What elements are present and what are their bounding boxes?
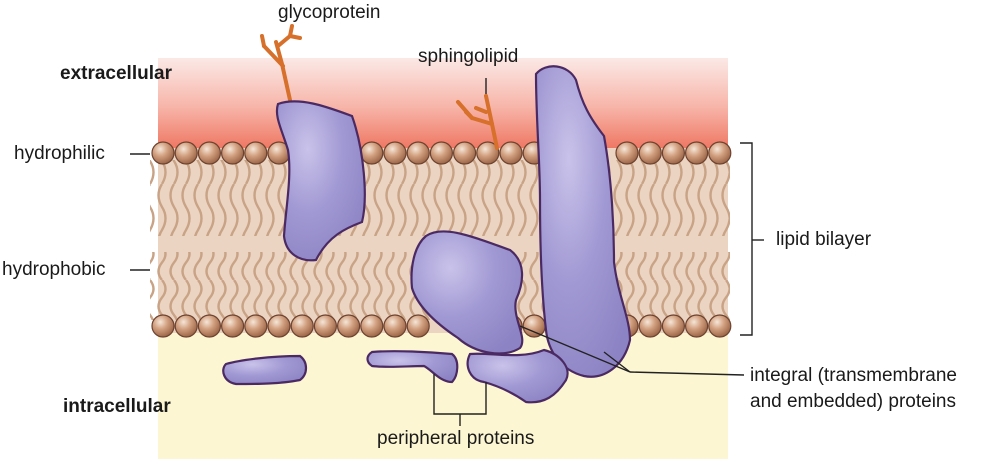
- phospholipid-head: [360, 141, 384, 165]
- intracellular-label: intracellular: [63, 396, 171, 417]
- phospholipid-head: [499, 141, 523, 165]
- phospholipid-head: [661, 314, 686, 338]
- phospholipid-head: [708, 141, 732, 165]
- sphingolipid-sugar-chain: [456, 94, 499, 150]
- phospholipid-head: [221, 141, 245, 165]
- phospholipid-head: [453, 141, 477, 165]
- phospholipid-head: [244, 314, 268, 338]
- peripheral-proteins-label: peripheral proteins: [377, 428, 535, 449]
- peripheral-protein-right: [466, 348, 569, 404]
- phospholipid-head: [684, 314, 709, 338]
- hydrophilic-label: hydrophilic: [14, 143, 105, 164]
- lipid-bilayer-label: lipid bilayer: [776, 229, 872, 250]
- extracellular-label: extracellular: [60, 63, 172, 84]
- phospholipid-head: [638, 141, 662, 165]
- phospholipid-head: [383, 314, 407, 338]
- phospholipid-head: [174, 314, 198, 338]
- phospholipid-head: [290, 314, 314, 338]
- glycoprotein: [275, 100, 366, 262]
- phospholipid-head: [337, 314, 361, 338]
- integral-proteins-label-line1: integral (transmembrane: [750, 365, 957, 386]
- phospholipid-head: [429, 141, 453, 165]
- glycoprotein-sugar-chain: [260, 24, 302, 102]
- phospholipid-head: [522, 314, 546, 338]
- phospholipid-head: [151, 314, 175, 338]
- sphingolipid-label: sphingolipid: [418, 46, 519, 67]
- phospholipid-head: [476, 141, 500, 165]
- leader-lines: [130, 78, 764, 426]
- glycoprotein-label: glycoprotein: [278, 2, 381, 23]
- embedded-protein: [410, 230, 524, 355]
- phospholipid-head: [197, 141, 221, 165]
- phospholipid-head: [244, 141, 268, 165]
- phospholipid-head: [383, 141, 407, 165]
- phospholipid-head: [615, 141, 639, 165]
- phospholipid-head: [313, 314, 337, 338]
- upper-leaflet-tails: [150, 160, 730, 236]
- upper-head-row: [151, 141, 732, 165]
- peripheral-protein-left: [222, 354, 308, 386]
- phospholipid-head: [174, 141, 198, 165]
- phospholipid-head: [221, 314, 245, 338]
- integral-proteins-label-line2: and embedded) proteins: [750, 391, 956, 412]
- phospholipid-head: [151, 141, 175, 165]
- phospholipid-head: [638, 314, 662, 338]
- phospholipid-head: [406, 314, 430, 338]
- peripheral-protein-middle: [366, 350, 459, 384]
- phospholipid-head: [267, 314, 291, 338]
- phospholipid-head: [360, 314, 384, 338]
- extracellular-region: [158, 58, 728, 148]
- large-transmembrane-protein: [534, 65, 632, 378]
- phospholipid-head: [661, 141, 686, 165]
- phospholipid-head: [197, 314, 221, 338]
- phospholipid-head: [708, 314, 732, 338]
- hydrophobic-label: hydrophobic: [2, 259, 106, 280]
- phospholipid-head: [684, 141, 709, 165]
- phospholipid-head: [406, 141, 430, 165]
